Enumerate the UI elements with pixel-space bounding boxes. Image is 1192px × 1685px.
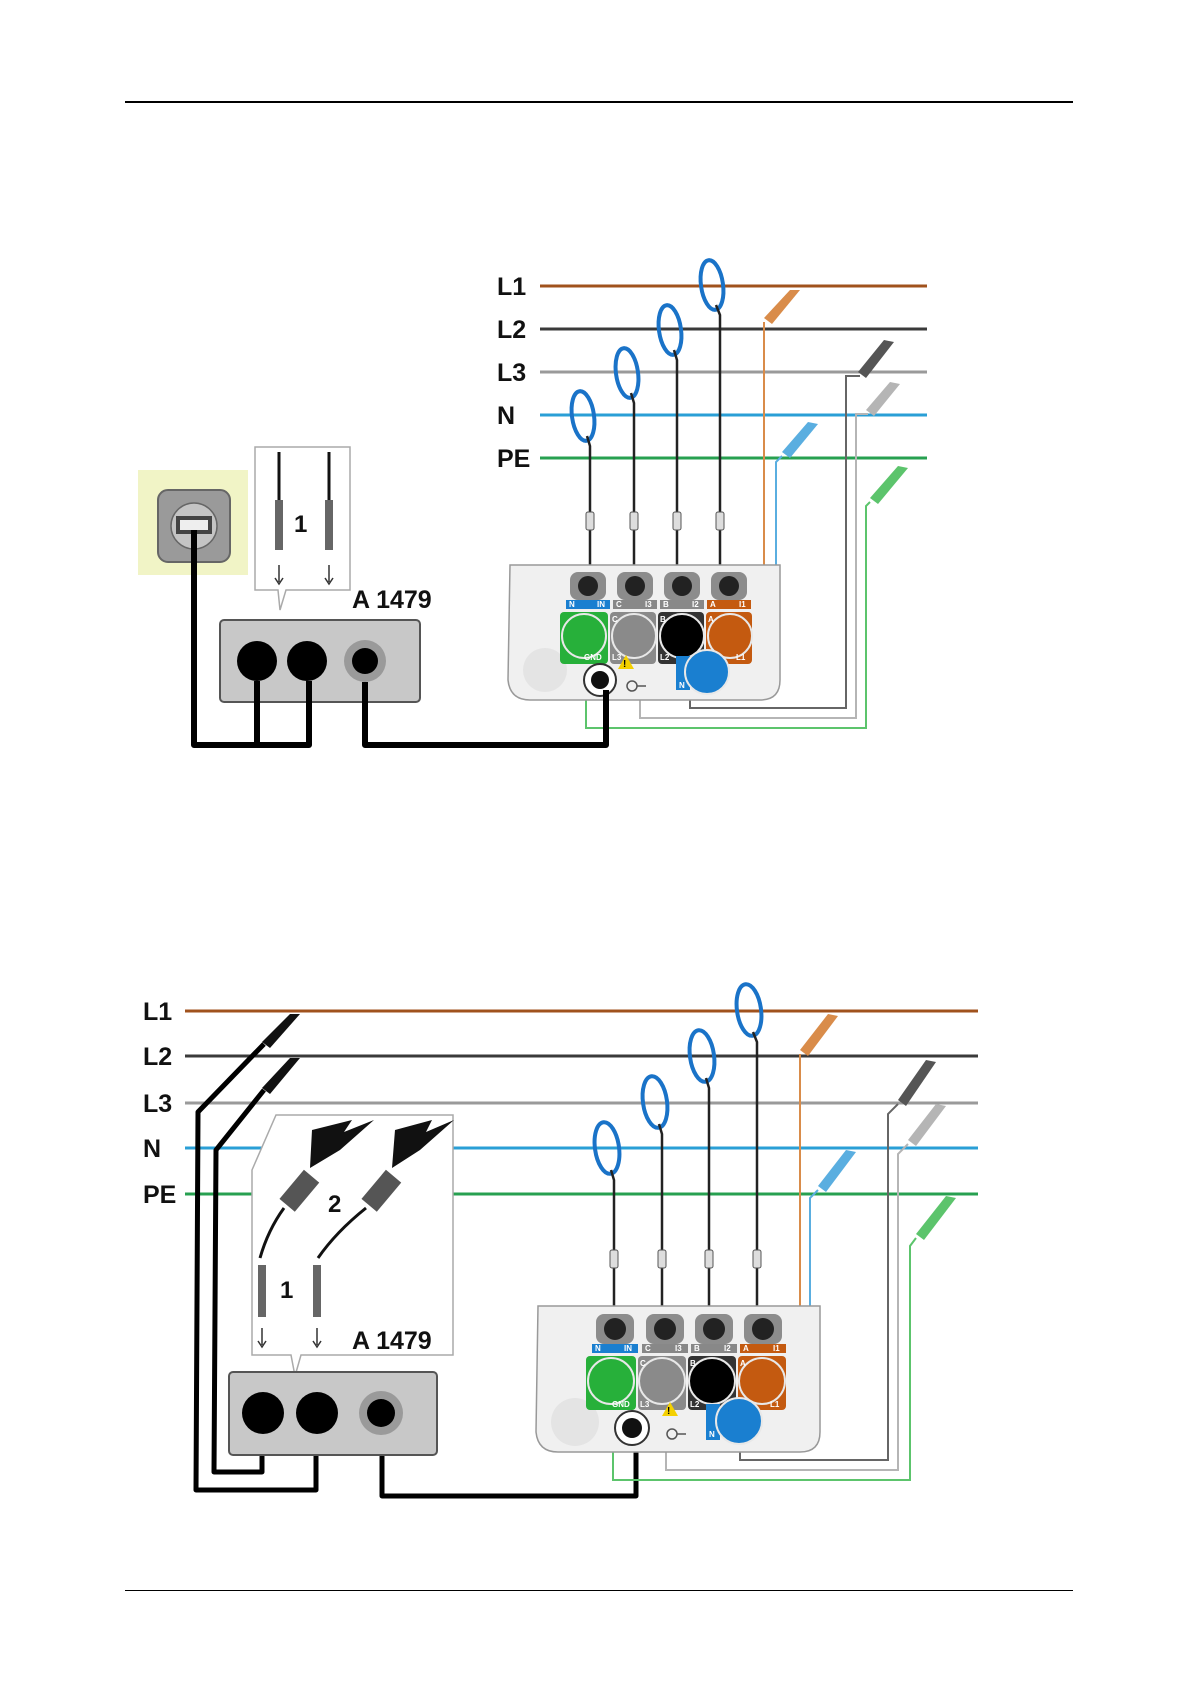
coil-cable-ferrules bbox=[610, 1250, 761, 1268]
label-n-terminal: N bbox=[679, 681, 685, 690]
label-in-a: A bbox=[743, 1344, 749, 1353]
label-in-a: A bbox=[710, 600, 716, 609]
coil-cables bbox=[587, 305, 720, 575]
label-n-terminal: N bbox=[709, 1430, 715, 1439]
label-gnd: GND bbox=[584, 653, 602, 662]
figure-1-diagram: L1 L2 L3 N PE bbox=[0, 250, 1192, 750]
warning-mark: ! bbox=[623, 659, 626, 670]
label-l1: L1 bbox=[770, 1400, 780, 1409]
label-v-a: A bbox=[740, 1359, 746, 1368]
label-in-i1: I1 bbox=[773, 1344, 780, 1353]
label-v-b: B bbox=[690, 1359, 696, 1368]
label-v-b: B bbox=[660, 615, 666, 624]
accessory-label-a1479: A 1479 bbox=[352, 1327, 432, 1355]
line-label-l3: L3 bbox=[497, 359, 526, 387]
line-label-n: N bbox=[143, 1135, 161, 1163]
label-in-i2: I2 bbox=[692, 600, 699, 609]
label-in-i1: I1 bbox=[739, 600, 746, 609]
label-in-b: B bbox=[694, 1344, 700, 1353]
coil-cables bbox=[611, 1032, 757, 1320]
coil-cable-ferrules bbox=[586, 512, 724, 530]
voltage-clips bbox=[764, 290, 908, 504]
line-label-pe: PE bbox=[497, 445, 530, 473]
line-label-l2: L2 bbox=[143, 1043, 172, 1071]
label-in-c: C bbox=[645, 1344, 651, 1353]
line-label-l2: L2 bbox=[497, 316, 526, 344]
label-in-i3: I3 bbox=[645, 600, 652, 609]
voltage-clips bbox=[800, 1014, 956, 1240]
instrument-panel: N IN C I3 B I2 A I1 C B A GND L3 L2 L1 N… bbox=[536, 1306, 820, 1452]
header-rule bbox=[125, 101, 1073, 103]
label-in-in: IN bbox=[624, 1344, 632, 1353]
label-in-b: B bbox=[663, 600, 669, 609]
line-label-l1: L1 bbox=[143, 998, 172, 1026]
callout-number-1: 1 bbox=[294, 511, 307, 538]
callout-number-1: 1 bbox=[280, 1277, 293, 1304]
footer-rule bbox=[125, 1590, 1073, 1591]
label-in-in: IN bbox=[597, 600, 605, 609]
warning-mark: ! bbox=[667, 1406, 670, 1417]
label-in-i2: I2 bbox=[724, 1344, 731, 1353]
label-in-n: N bbox=[595, 1344, 601, 1353]
a1479-adapter bbox=[229, 1372, 437, 1455]
label-l1: L1 bbox=[736, 653, 746, 662]
line-label-l3: L3 bbox=[143, 1090, 172, 1118]
label-v-a: A bbox=[708, 615, 714, 624]
label-l2: L2 bbox=[690, 1400, 700, 1409]
instrument-panel: N IN C I3 B I2 A I1 C B A GND L3 L2 L1 N… bbox=[508, 565, 780, 700]
accessory-label-a1479: A 1479 bbox=[352, 586, 432, 614]
label-gnd: GND bbox=[612, 1400, 630, 1409]
label-in-c: C bbox=[616, 600, 622, 609]
label-l3: L3 bbox=[612, 653, 622, 662]
label-l2: L2 bbox=[660, 653, 670, 662]
label-in-i3: I3 bbox=[675, 1344, 682, 1353]
label-v-c: C bbox=[640, 1359, 646, 1368]
line-label-pe: PE bbox=[143, 1181, 176, 1209]
line-label-l1: L1 bbox=[497, 273, 526, 301]
label-l3: L3 bbox=[640, 1400, 650, 1409]
callout-number-2: 2 bbox=[328, 1191, 341, 1218]
figure-2-diagram: L1 L2 L3 N PE 2 1 A 1479 bbox=[0, 975, 1192, 1520]
label-v-c: C bbox=[612, 615, 618, 624]
a1479-adapter bbox=[220, 620, 420, 702]
label-in-n: N bbox=[569, 600, 575, 609]
clip-l1-l2 bbox=[262, 1014, 300, 1094]
line-label-n: N bbox=[497, 402, 515, 430]
